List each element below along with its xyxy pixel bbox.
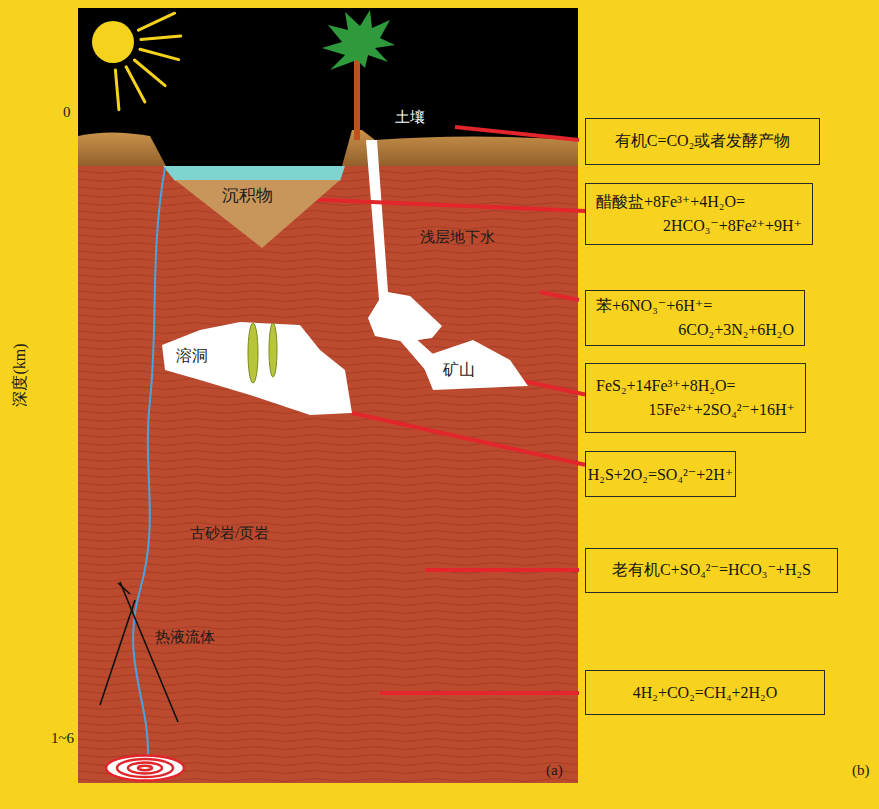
depth-tick: 1~6	[51, 729, 74, 747]
sun	[92, 21, 134, 63]
reaction-box: 4H₂+CO₂=CH₄+2H₂O	[585, 670, 825, 715]
reaction-box: 醋酸盐+8Fe³⁺+4H₂O= 2HCO₃⁻+8Fe²⁺+9H⁺	[585, 183, 813, 245]
mine-region: 矿山	[418, 338, 530, 392]
region-name: 沉积物	[222, 186, 273, 206]
leader-lines	[380, 127, 579, 693]
reaction-equation: FeS₂+14Fe³⁺+8H₂O= 15Fe²⁺+2SO₄²⁻+16H⁺	[596, 374, 795, 422]
region-label: 浅层地下水	[420, 228, 495, 246]
reaction-equation: 老有机C+SO₄²⁻=HCO₃⁻+H₂S	[612, 560, 811, 581]
night-sky	[78, 8, 578, 168]
region-fill	[162, 322, 352, 415]
sediment-region: 沉积物	[175, 180, 340, 248]
sun-ray	[115, 70, 119, 110]
stalactite	[248, 323, 258, 383]
fault-line	[120, 582, 178, 722]
sun-rays	[115, 13, 180, 110]
sun-ray	[126, 67, 145, 102]
reaction-box: 苯+6NO₃⁻+6H⁺= 6CO₂+3N₂+6H₂O	[585, 290, 805, 346]
red-earth	[78, 166, 578, 783]
reaction-box: FeS₂+14Fe³⁺+8H₂O= 15Fe²⁺+2SO₄²⁻+16H⁺	[585, 363, 806, 433]
sun-ray	[134, 60, 165, 86]
fault-line	[118, 583, 130, 594]
leader-line	[425, 568, 579, 572]
region-label: 古砂岩/页岩	[190, 524, 269, 542]
reaction-box: 老有机C+SO₄²⁻=HCO₃⁻+H₂S	[585, 548, 838, 593]
reaction-equation: 有机C=CO₂或者发酵产物	[615, 131, 791, 152]
cave-region: 溶洞	[160, 320, 355, 420]
region-name: 溶洞	[176, 346, 208, 365]
fault-line	[100, 600, 135, 705]
reaction-equation: 醋酸盐+8Fe³⁺+4H₂O= 2HCO₃⁻+8Fe²⁺+9H⁺	[596, 190, 802, 238]
leader-connector	[317, 200, 585, 211]
leader-connector	[524, 381, 585, 394]
leader-line	[540, 292, 579, 300]
leader-line	[380, 691, 579, 695]
sun-ray	[138, 13, 174, 30]
panel-letter: (b)	[852, 761, 870, 779]
heat-ring	[138, 766, 152, 770]
reaction-box: H₂S+2O₂=SO₄²⁻+2H⁺	[585, 451, 736, 497]
heat-ring	[106, 756, 184, 781]
stalactite	[269, 323, 277, 377]
region-fill	[420, 340, 528, 390]
heat-source	[106, 756, 184, 781]
region-outline	[160, 320, 355, 420]
panel-letter: (a)	[546, 761, 563, 779]
reaction-box: 有机C=CO₂或者发酵产物	[585, 118, 820, 165]
soil-layer	[78, 133, 166, 167]
lake-water	[163, 166, 345, 181]
fluid-path	[133, 168, 165, 758]
region-label: 热液流体	[155, 628, 215, 646]
reaction-equation: 4H₂+CO₂=CH₄+2H₂O	[633, 684, 778, 702]
fault-lines	[100, 582, 178, 722]
heat-ring	[128, 763, 162, 774]
sun-ray	[140, 49, 179, 59]
depth-tick: 0	[63, 103, 71, 121]
reaction-equation: 苯+6NO₃⁻+6H⁺= 6CO₂+3N₂+6H₂O	[596, 294, 794, 342]
axis-title: 深度(km)	[10, 325, 30, 425]
reaction-equation: H₂S+2O₂=SO₄²⁻+2H⁺	[588, 465, 734, 484]
rock-strata	[78, 166, 578, 783]
leader-connector	[352, 413, 585, 465]
palm-leaves	[322, 10, 395, 70]
heat-ring	[117, 759, 173, 777]
region-label: 土壤	[395, 108, 425, 126]
region-fill	[175, 180, 340, 248]
palm-trunk	[354, 55, 360, 140]
sun-ray	[141, 36, 181, 40]
leader-line	[455, 127, 579, 140]
region-name: 矿山	[443, 360, 475, 379]
